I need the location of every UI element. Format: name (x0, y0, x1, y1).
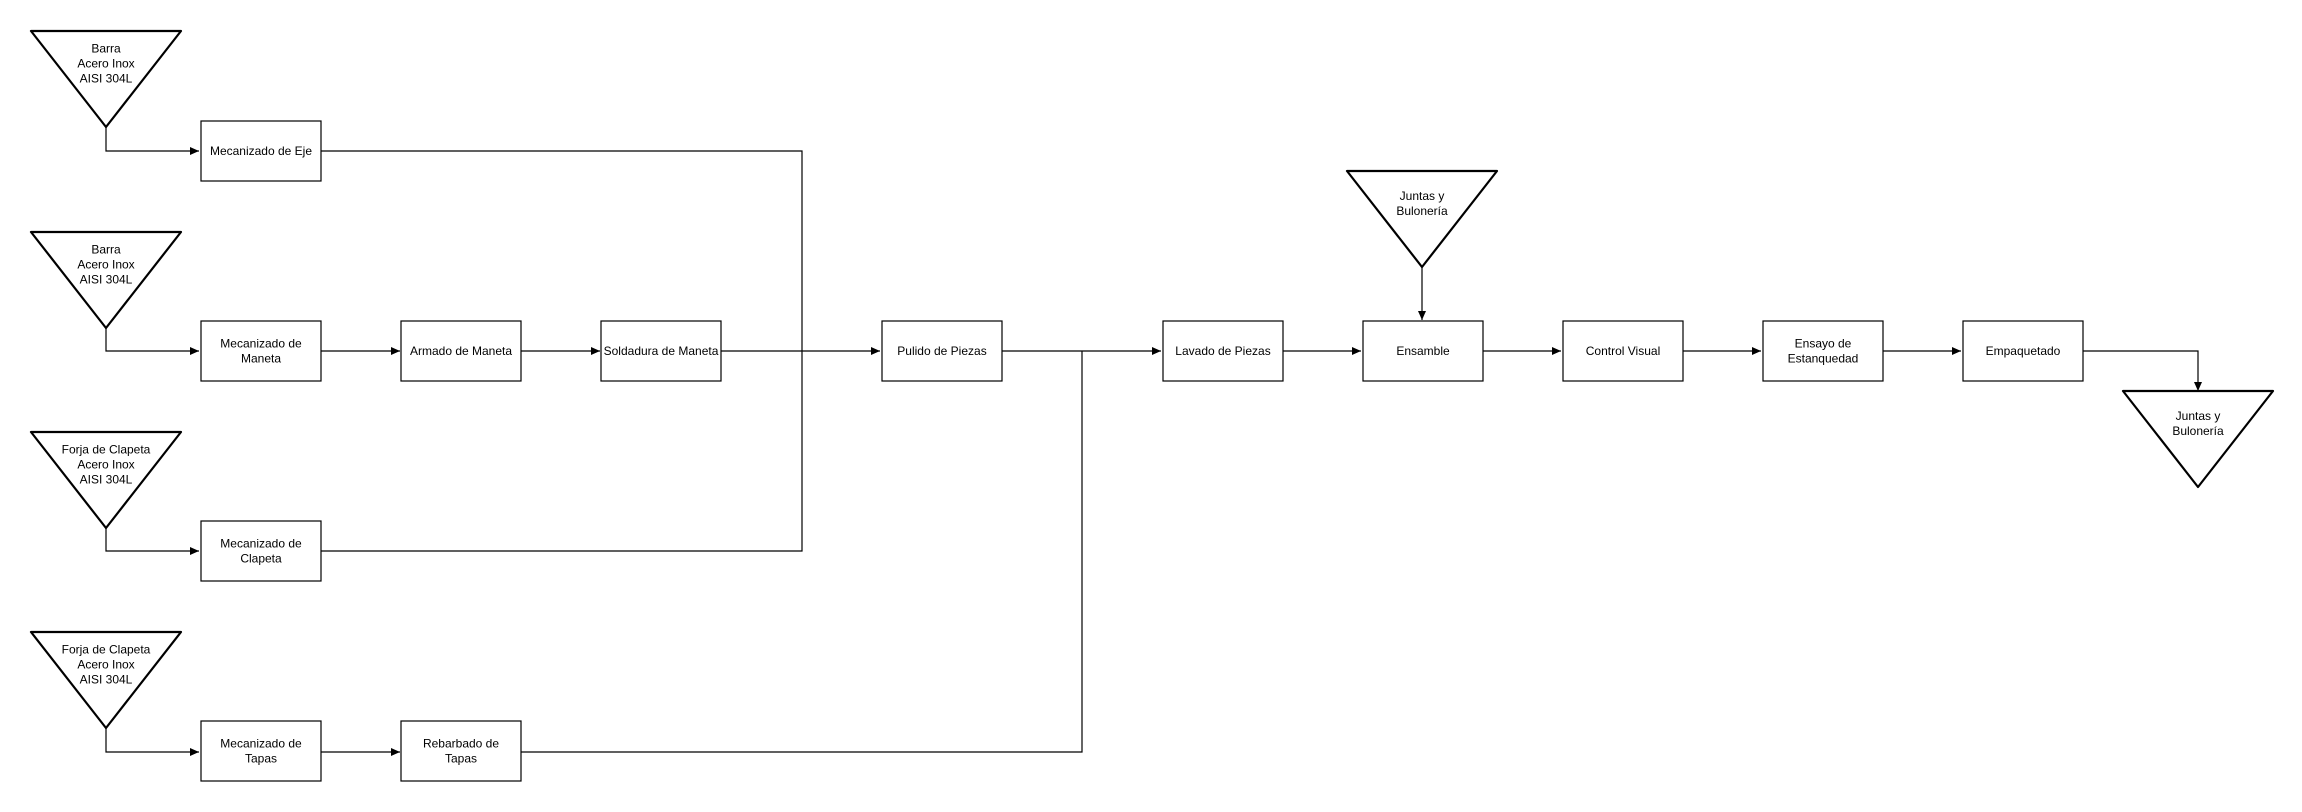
process-box (881, 320, 1003, 382)
process-pulido-piezas: Pulido de Piezas (881, 320, 1003, 382)
node-label: Barra (91, 42, 121, 56)
node-label: Empaquetado (1986, 344, 2061, 358)
process-box (1162, 320, 1284, 382)
inventory-triangle (29, 29, 183, 129)
process-box (400, 720, 522, 782)
inventory-triangle (2121, 389, 2275, 489)
connector-rebarbado-to-lavado (521, 351, 1083, 753)
connector-forja-2-to-mecanizado-tapas (105, 728, 199, 756)
node-label: AISI 304L (80, 273, 133, 287)
process-box (1762, 320, 1884, 382)
node-label: Ensayo de (1795, 337, 1852, 351)
connector-empaquetado-to-juntas-output (2083, 350, 2202, 391)
connector-barra-1-to-mecanizado-eje (105, 127, 199, 155)
node-label: Acero Inox (77, 258, 134, 272)
node-label: Clapeta (240, 552, 282, 566)
inventory-triangle (29, 430, 183, 530)
node-label: Tapas (445, 752, 477, 766)
process-box (1962, 320, 2084, 382)
node-label: AISI 304L (80, 473, 133, 487)
process-soldadura-maneta: Soldadura de Maneta (600, 320, 722, 382)
node-label: Acero Inox (77, 658, 134, 672)
node-label: Lavado de Piezas (1175, 344, 1270, 358)
inventory-triangle (29, 630, 183, 730)
node-label: Armado de Maneta (410, 344, 512, 358)
node-label: Bulonería (2172, 424, 2224, 438)
inventory-triangle (1345, 169, 1499, 269)
node-label: Barra (91, 243, 121, 257)
process-box (400, 320, 522, 382)
process-box (200, 120, 322, 182)
process-lavado-piezas: Lavado de Piezas (1162, 320, 1284, 382)
node-label: Juntas y (2176, 409, 2221, 423)
node-label: Estanquedad (1788, 352, 1859, 366)
node-label: Mecanizado de (220, 737, 302, 751)
process-ensamble: Ensamble (1362, 320, 1484, 382)
connector-mecanizado-clapeta-to-pulido (321, 351, 803, 552)
node-label: Forja de Clapeta (62, 643, 151, 657)
inventory-triangle (29, 230, 183, 330)
node-label: Bulonería (1396, 204, 1448, 218)
node-label: Acero Inox (77, 57, 134, 71)
connector-forja-1-to-mecanizado-clapeta (105, 528, 199, 555)
node-label: Acero Inox (77, 458, 134, 472)
node-label: Tapas (245, 752, 277, 766)
connectors (105, 127, 2202, 756)
process-box (200, 320, 322, 382)
node-label: Mecanizado de Eje (210, 144, 312, 158)
connector-mecanizado-eje-to-pulido (321, 150, 803, 351)
node-label: Pulido de Piezas (897, 344, 986, 358)
node-label: Maneta (241, 352, 281, 366)
node-label: Juntas y (1400, 189, 1445, 203)
process-box (200, 520, 322, 582)
node-label: Control Visual (1586, 344, 1660, 358)
connector-barra-2-to-mecanizado-maneta (105, 328, 199, 355)
node-label: Rebarbado de (423, 737, 499, 751)
process-mecanizado-eje: Mecanizado de Eje (200, 120, 322, 182)
process-box (200, 720, 322, 782)
process-armado-maneta: Armado de Maneta (400, 320, 522, 382)
node-label: AISI 304L (80, 673, 133, 687)
process-control-visual: Control Visual (1562, 320, 1684, 382)
process-empaquetado: Empaquetado (1962, 320, 2084, 382)
node-label: AISI 304L (80, 72, 133, 86)
node-label: Mecanizado de (220, 337, 302, 351)
node-label: Forja de Clapeta (62, 443, 151, 457)
process-box (1562, 320, 1684, 382)
node-label: Soldadura de Maneta (604, 344, 719, 358)
node-label: Mecanizado de (220, 537, 302, 551)
process-box (1362, 320, 1484, 382)
process-box (600, 320, 722, 382)
node-label: Ensamble (1396, 344, 1450, 358)
